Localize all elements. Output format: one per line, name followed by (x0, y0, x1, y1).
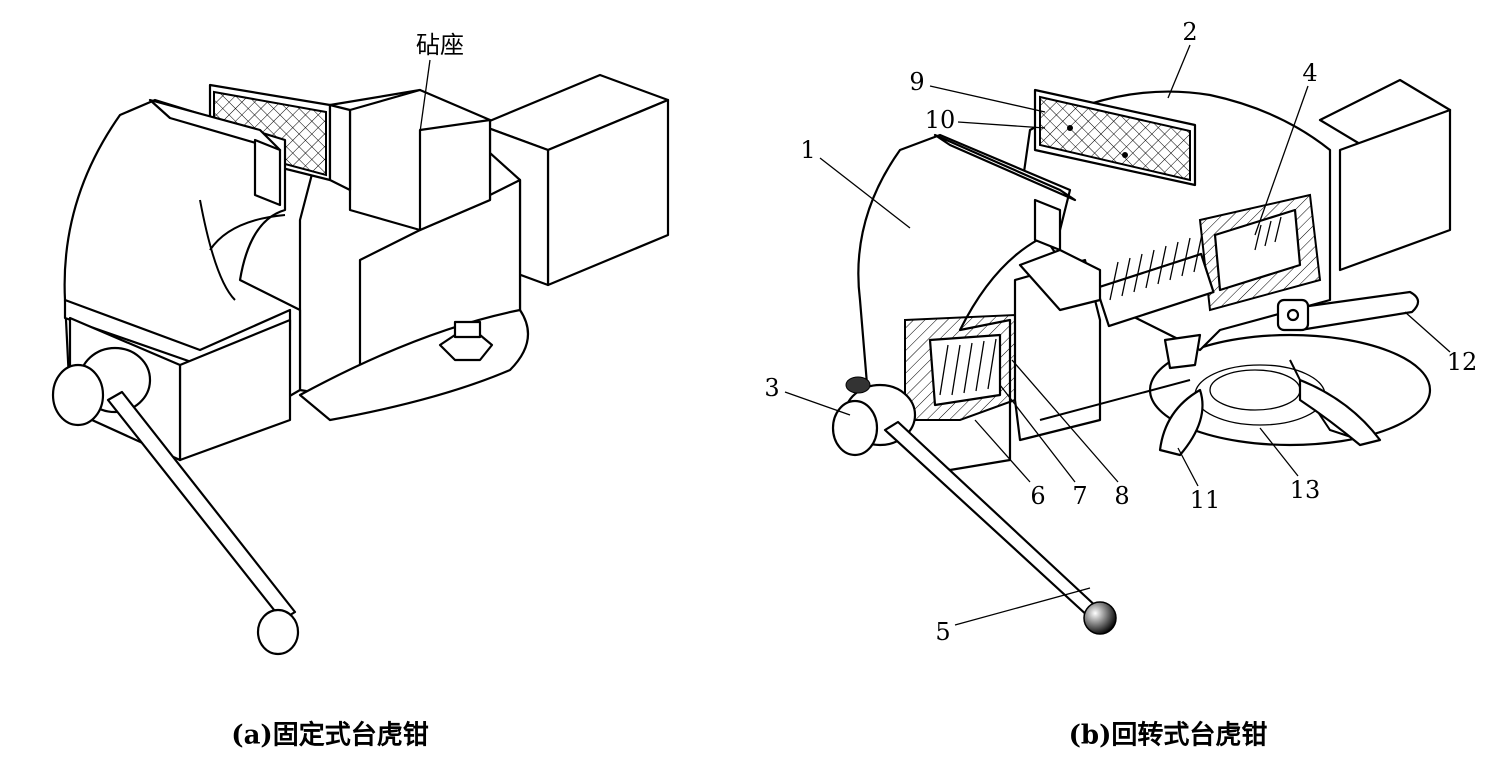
label-4: 4 (1302, 59, 1318, 87)
label-8: 8 (1114, 482, 1130, 510)
caption-fixed-vise: (a)固定式台虎钳 (231, 720, 429, 751)
label-12: 12 (1446, 348, 1478, 376)
label-anvil: 砧座 (416, 31, 464, 59)
fixed-vise-drawing (51, 73, 670, 656)
label-9: 9 (909, 68, 925, 96)
label-6: 6 (1030, 482, 1046, 510)
label-13: 13 (1289, 476, 1321, 504)
label-10: 10 (924, 106, 956, 134)
label-3: 3 (764, 374, 780, 402)
caption-swivel-vise: (b)回转式台虎钳 (1068, 720, 1268, 751)
screw-thread (1095, 216, 1282, 328)
swivel-vise-drawing (831, 78, 1452, 635)
label-1: 1 (800, 136, 816, 164)
label-2: 2 (1182, 18, 1198, 46)
label-7: 7 (1072, 482, 1088, 510)
label-11: 11 (1189, 486, 1221, 514)
leader-lines (419, 44, 1451, 626)
label-5: 5 (935, 618, 951, 646)
